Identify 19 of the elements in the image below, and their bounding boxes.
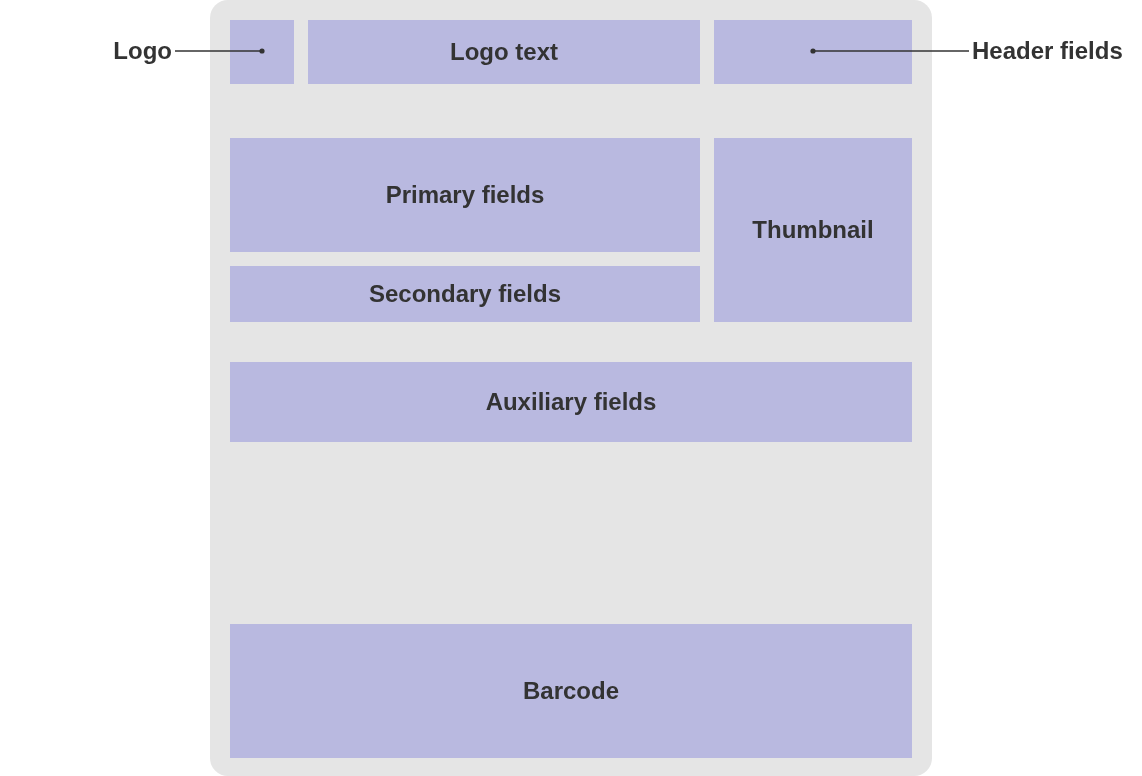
field-region <box>230 266 700 322</box>
region-label: Thumbnail <box>752 216 874 244</box>
leader-line <box>810 48 970 54</box>
card-background <box>210 0 932 776</box>
region-label: Barcode <box>522 677 619 705</box>
field-region <box>308 20 700 84</box>
field-region <box>230 624 912 758</box>
region-label: Auxiliary fields <box>485 388 657 416</box>
callout-label: Logo <box>113 37 172 65</box>
region-label: Primary fields <box>385 181 545 209</box>
field-region <box>230 138 700 252</box>
field-region <box>714 138 912 322</box>
empty-region <box>714 20 912 84</box>
region-label: Logo text <box>450 38 558 66</box>
callout-label: Header fields <box>972 37 1123 65</box>
empty-region <box>230 20 294 84</box>
region-label: Secondary fields <box>368 280 562 308</box>
leader-line <box>174 48 265 54</box>
field-region <box>230 362 912 442</box>
